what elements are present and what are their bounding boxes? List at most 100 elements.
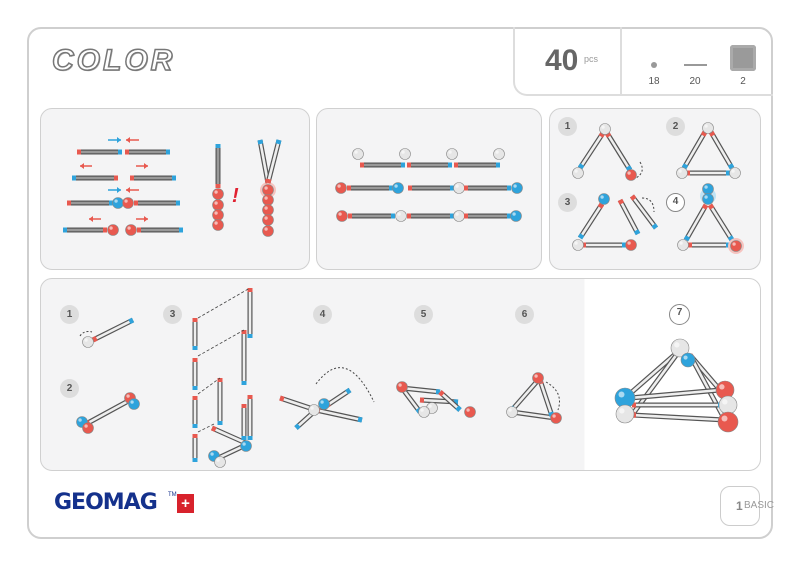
plate-icon — [730, 45, 756, 71]
ball — [122, 197, 134, 209]
rod-end-cap — [633, 229, 641, 236]
ball — [677, 239, 689, 251]
ball-highlight — [508, 408, 512, 412]
ball-highlight — [310, 406, 314, 410]
ball-highlight — [448, 150, 452, 154]
ball-highlight — [732, 242, 736, 246]
ball — [532, 372, 544, 384]
plate-qty: 2 — [740, 76, 746, 87]
ball-highlight — [455, 212, 459, 216]
rod-body — [684, 204, 708, 241]
step-badge: 2 — [60, 379, 79, 398]
ball — [395, 210, 407, 222]
ball-highlight — [534, 374, 538, 378]
rod-end-cap — [727, 163, 735, 170]
ball — [511, 182, 523, 194]
rod-end-cap — [210, 425, 217, 432]
arrow-head — [126, 187, 130, 193]
ball — [572, 239, 584, 251]
rod-body — [631, 413, 726, 422]
rod-end-cap — [128, 317, 135, 325]
arrow-head — [144, 216, 148, 222]
ball — [262, 214, 274, 226]
ball-highlight — [721, 415, 728, 422]
ball-highlight — [242, 442, 246, 446]
step-badge: 5 — [414, 305, 433, 324]
rod-end-cap — [577, 233, 585, 240]
arrow-head — [80, 163, 84, 169]
ball-highlight — [124, 199, 128, 203]
swiss-cross-icon: + — [177, 494, 194, 513]
ball-highlight — [214, 201, 218, 205]
rod-end-cap — [701, 203, 709, 210]
ball-highlight — [678, 169, 682, 173]
ball — [399, 148, 411, 160]
warning-icon: ! — [232, 185, 239, 207]
ball-highlight — [84, 338, 88, 342]
rod-body — [709, 131, 734, 169]
ball-highlight — [574, 169, 578, 173]
rod-body — [605, 132, 632, 171]
arrow-head — [126, 137, 130, 143]
ball — [625, 169, 637, 181]
ball — [396, 381, 408, 393]
ball — [453, 210, 465, 222]
rod-end-cap — [265, 178, 272, 184]
rod-body — [92, 318, 134, 342]
rod-body — [538, 379, 554, 417]
rod-body — [400, 387, 422, 413]
motion-arc — [79, 331, 93, 337]
rod-end-cap — [357, 416, 363, 423]
rod-body — [511, 377, 541, 411]
page-number: 1 — [736, 499, 743, 513]
ball-highlight — [264, 196, 268, 200]
rod-qty: 20 — [689, 76, 701, 87]
rod-body — [211, 426, 249, 446]
ball-highlight — [495, 150, 499, 154]
rod-body — [618, 199, 640, 235]
ball-highlight — [679, 241, 683, 245]
ball-icon — [651, 62, 657, 68]
rod-end-cap — [597, 202, 605, 209]
ball — [510, 210, 522, 222]
rod-body — [85, 398, 131, 426]
ball — [702, 122, 714, 134]
trademark: TM — [168, 492, 177, 498]
rod-end-cap — [438, 390, 445, 397]
ball — [214, 456, 226, 468]
ball — [418, 406, 430, 418]
ball-highlight — [320, 400, 324, 404]
ball-highlight — [214, 221, 218, 225]
rod-end-cap — [707, 203, 715, 210]
ball-highlight — [126, 394, 130, 398]
step-badge: 2 — [666, 117, 685, 136]
ball — [730, 240, 742, 252]
ball — [107, 224, 119, 236]
ball-highlight — [719, 384, 725, 390]
ball — [82, 422, 94, 434]
ball — [599, 123, 611, 135]
ball — [262, 204, 274, 216]
ball-highlight — [731, 169, 735, 173]
ball — [352, 148, 364, 160]
ball — [212, 188, 224, 200]
ball — [676, 167, 688, 179]
rod-end-cap — [294, 423, 301, 430]
ball-highlight — [627, 171, 631, 175]
ball — [717, 411, 739, 433]
guide-line — [197, 287, 251, 433]
rod-body — [624, 349, 681, 399]
ball-highlight — [618, 391, 625, 398]
rod-body — [266, 139, 281, 184]
ball-qty: 18 — [648, 76, 660, 87]
rod-body — [511, 410, 556, 420]
ball-highlight — [704, 185, 708, 189]
ball-highlight — [600, 195, 604, 199]
ball-highlight — [401, 150, 405, 154]
ball-highlight — [264, 216, 268, 220]
motion-arc — [315, 367, 375, 403]
ball-highlight — [513, 184, 517, 188]
ball-highlight — [722, 399, 728, 405]
ball — [680, 352, 696, 368]
ball — [598, 193, 610, 205]
